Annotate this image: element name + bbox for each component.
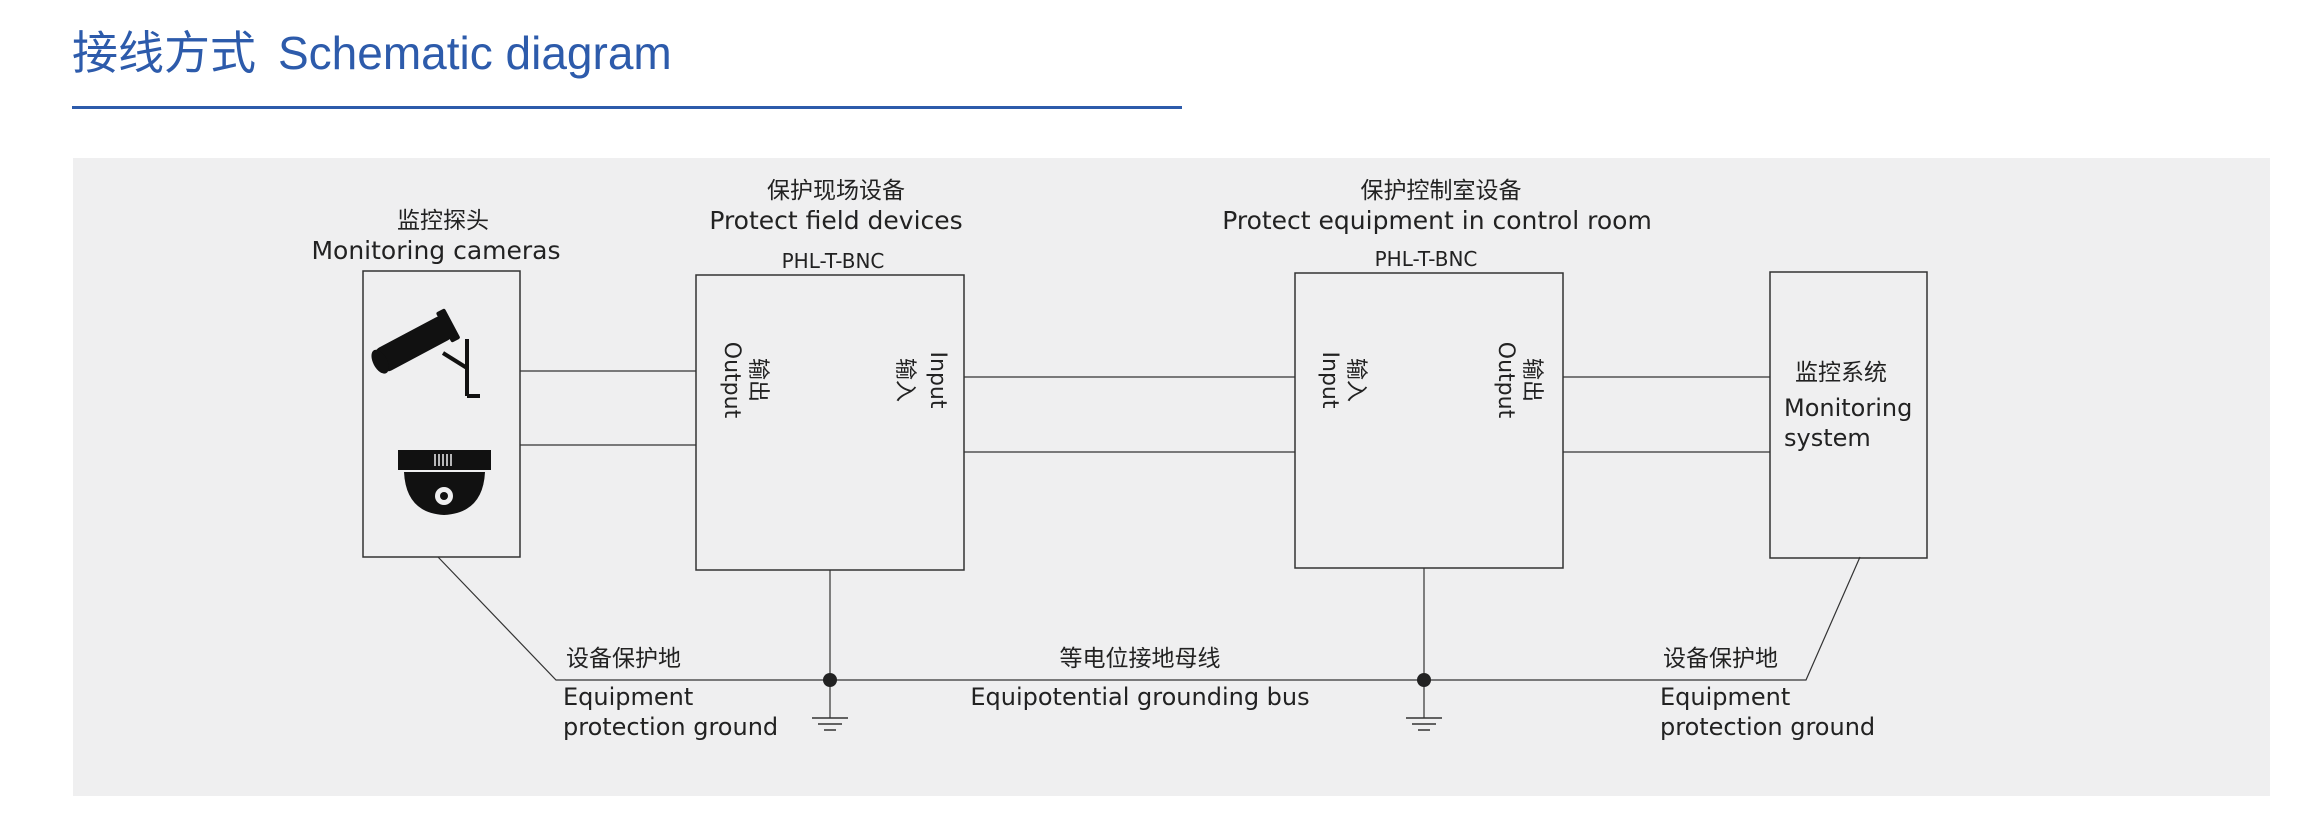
monitoring-system-label-zh: 监控系统 <box>1795 360 1887 386</box>
camera-label-zh: 监控探头 <box>397 208 489 234</box>
monitoring-system-label-en-1: Monitoring <box>1784 394 1912 422</box>
field-ground-junction <box>823 673 837 687</box>
field-output-en: Output <box>719 342 744 419</box>
room-output-zh: 输出 <box>1519 358 1544 402</box>
room-protector-label-en: Protect equipment in control room <box>1222 206 1652 235</box>
title-english: Schematic diagram <box>278 27 672 79</box>
room-output-label: Output 输出 <box>1493 342 1544 419</box>
field-protector-label-en: Protect field devices <box>709 206 962 235</box>
camera-label-en: Monitoring cameras <box>311 236 560 265</box>
monitoring-system-label-en-2: system <box>1784 424 1871 452</box>
left-ground-label-en-2: protection ground <box>563 713 778 741</box>
bus-label-zh: 等电位接地母线 <box>1060 646 1221 672</box>
field-input-zh: 输入 <box>892 358 917 402</box>
right-ground-label-zh: 设备保护地 <box>1663 646 1778 672</box>
field-output-zh: 输出 <box>745 358 770 402</box>
monitoring-system-box <box>1769 271 1928 559</box>
room-input-label: Input 输入 <box>1317 352 1368 409</box>
field-protector-model: PHL-T-BNC <box>782 249 885 273</box>
title-chinese: 接线方式 <box>72 26 256 80</box>
camera-box <box>362 270 521 558</box>
right-ground-label-en-2: protection ground <box>1660 713 1875 741</box>
left-ground-label-zh: 设备保护地 <box>566 646 681 672</box>
field-input-label: Input 输入 <box>892 352 950 409</box>
bus-label-en: Equipotential grounding bus <box>970 683 1309 711</box>
room-input-zh: 输入 <box>1343 358 1368 402</box>
grounding-bus <box>437 556 1861 718</box>
room-output-en: Output <box>1493 342 1518 419</box>
field-output-label: Output 输出 <box>719 342 770 419</box>
room-input-en: Input <box>1317 352 1342 409</box>
field-protector-label-zh: 保护现场设备 <box>767 178 905 204</box>
earth-ground-icon <box>812 717 848 731</box>
room-protector-label-zh: 保护控制室设备 <box>1361 178 1522 204</box>
schematic-diagram: 监控探头 Monitoring cameras 保护现场设备 Protect f… <box>73 158 2270 796</box>
right-ground-label-en-1: Equipment <box>1660 683 1790 711</box>
signal-wires <box>520 370 1770 453</box>
title-underline <box>72 106 1182 109</box>
field-input-en: Input <box>925 352 950 409</box>
room-protector-box <box>1294 272 1564 569</box>
room-ground-junction <box>1417 673 1431 687</box>
earth-ground-icon <box>1406 717 1442 731</box>
bullet-camera-icon <box>371 308 480 398</box>
dome-camera-icon <box>398 450 491 515</box>
left-ground-label-en-1: Equipment <box>563 683 693 711</box>
room-protector-model: PHL-T-BNC <box>1375 247 1478 271</box>
